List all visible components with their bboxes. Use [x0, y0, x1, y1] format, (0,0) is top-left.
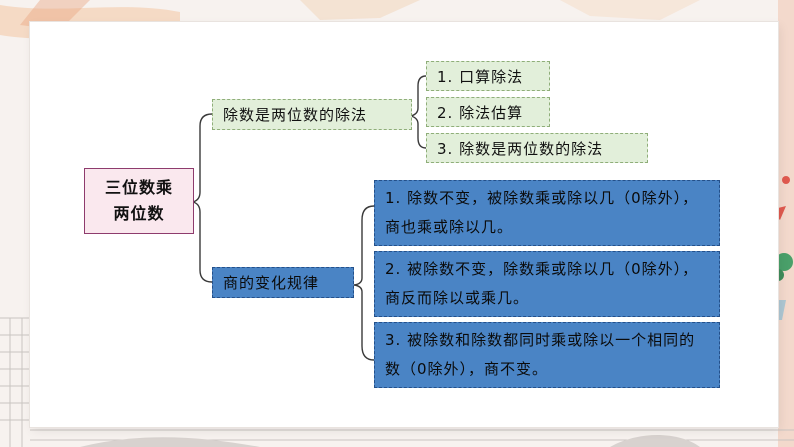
top-item-3-label: 3. 除数是两位数的除法 — [437, 139, 604, 158]
root-node: 三位数乘 两位数 — [84, 168, 194, 234]
rule-1-text: 1. 除数不变，被除数乘或除以几（0除外），商也乘或除以几。 — [385, 189, 699, 236]
rule-2: 2. 被除数不变，除数乘或除以几（0除外），商反而除以或乘几。 — [374, 251, 720, 317]
top-item-1: 1. 口算除法 — [426, 61, 550, 91]
root-line-2: 两位数 — [113, 204, 165, 223]
top-item-2-label: 2. 除法估算 — [437, 103, 524, 122]
branch-quotient-rules: 商的变化规律 — [212, 267, 354, 298]
top-item-1-label: 1. 口算除法 — [437, 67, 524, 86]
top-item-3: 3. 除数是两位数的除法 — [426, 133, 648, 163]
rule-1: 1. 除数不变，被除数乘或除以几（0除外），商也乘或除以几。 — [374, 180, 720, 246]
branch-bottom-label: 商的变化规律 — [223, 274, 320, 292]
rule-3: 3. 被除数和除数都同时乘或除以一个相同的数（0除外），商不变。 — [374, 322, 720, 388]
top-item-2: 2. 除法估算 — [426, 97, 550, 127]
rule-3-text: 3. 被除数和除数都同时乘或除以一个相同的数（0除外），商不变。 — [385, 331, 696, 378]
branch-divisor-two-digit: 除数是两位数的除法 — [212, 99, 412, 130]
root-line-1: 三位数乘 — [104, 178, 173, 197]
branch-top-label: 除数是两位数的除法 — [223, 106, 368, 124]
rule-2-text: 2. 被除数不变，除数乘或除以几（0除外），商反而除以或乘几。 — [385, 260, 699, 307]
